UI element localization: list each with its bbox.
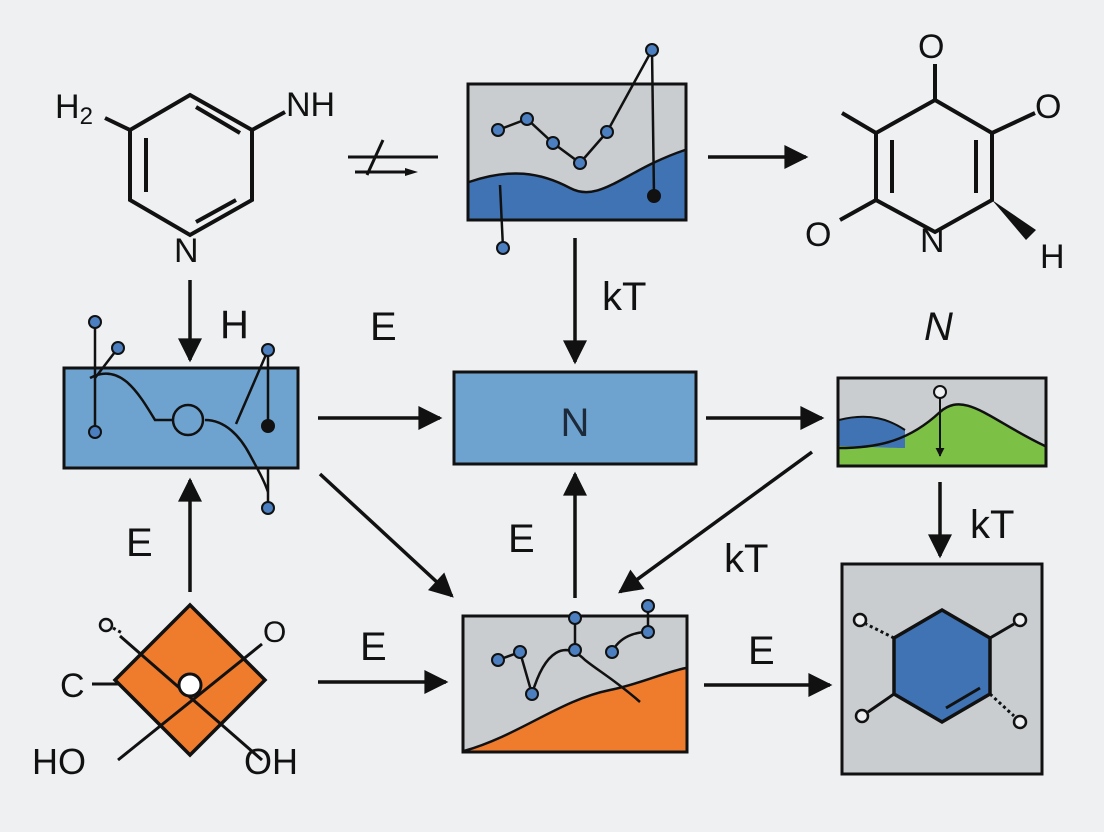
aminopyridine-n-label: N — [174, 232, 199, 270]
pyridinone-h-label: H — [1040, 238, 1065, 276]
aminopyridine-nh-label: NH — [286, 86, 335, 124]
arrow-icon — [618, 450, 814, 594]
diamond-o-label: O — [263, 616, 286, 649]
wedge-bond-icon — [992, 200, 1036, 240]
pyridinone-n-label: N — [920, 222, 945, 260]
diamond-c-label: C — [60, 667, 85, 705]
e-left-vertical-label: E — [126, 521, 153, 565]
kt-right-label: kT — [970, 503, 1014, 547]
kt-top-label: kT — [602, 275, 646, 319]
center-box-label: N — [561, 401, 590, 445]
pyridinone-o-right: O — [1035, 88, 1061, 126]
left-blue-panel — [62, 315, 300, 515]
n-italic-label: N — [924, 305, 953, 349]
orange-diamond-molecule — [92, 602, 268, 762]
arrow-icon — [318, 472, 454, 598]
center-n-box: N — [452, 370, 698, 466]
e-bottom-right-label: E — [748, 629, 775, 673]
e-free-label: E — [370, 305, 397, 349]
bottom-graph-panel — [461, 599, 689, 754]
kt-diagonal-label: kT — [724, 537, 768, 581]
e-center-vertical-label: E — [508, 517, 535, 561]
arrows — [178, 238, 952, 697]
pyridinone-o-left: O — [805, 216, 831, 254]
diamond-oh-label: OH — [244, 741, 298, 782]
diamond-ho-label: HO — [32, 741, 86, 782]
pyridinone-molecule — [839, 64, 1036, 235]
hexagon-panel — [840, 562, 1044, 776]
right-mixed-panel — [836, 376, 1048, 468]
aminopyridine-h2-label: H2 — [55, 88, 93, 130]
aminopyridine-molecule — [104, 92, 286, 238]
e-bottom-mid-label: E — [360, 625, 387, 669]
h-arrow-label: H — [220, 303, 249, 347]
pyridinone-o-top: O — [918, 28, 944, 66]
equilibrium-arrow-icon — [348, 139, 438, 176]
top-graph-panel — [466, 43, 688, 255]
